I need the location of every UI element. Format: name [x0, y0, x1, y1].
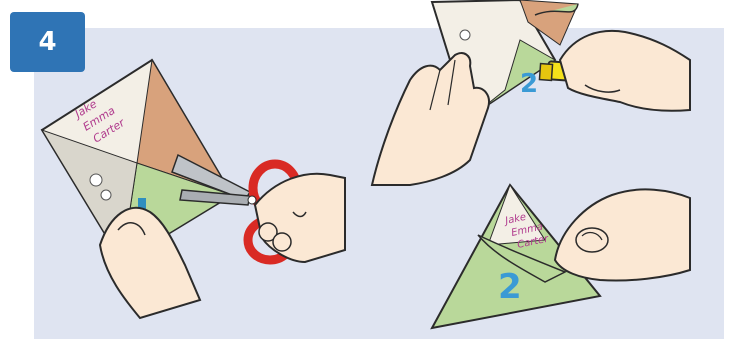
right-hand-folding	[555, 189, 690, 280]
right-hand-cutting	[255, 174, 345, 262]
paper-number-mark: 2	[520, 69, 538, 99]
right-hand-holding-pen	[560, 31, 690, 111]
left-hand-flat	[372, 53, 489, 185]
paper-number-mark-folded: 2	[498, 267, 522, 307]
